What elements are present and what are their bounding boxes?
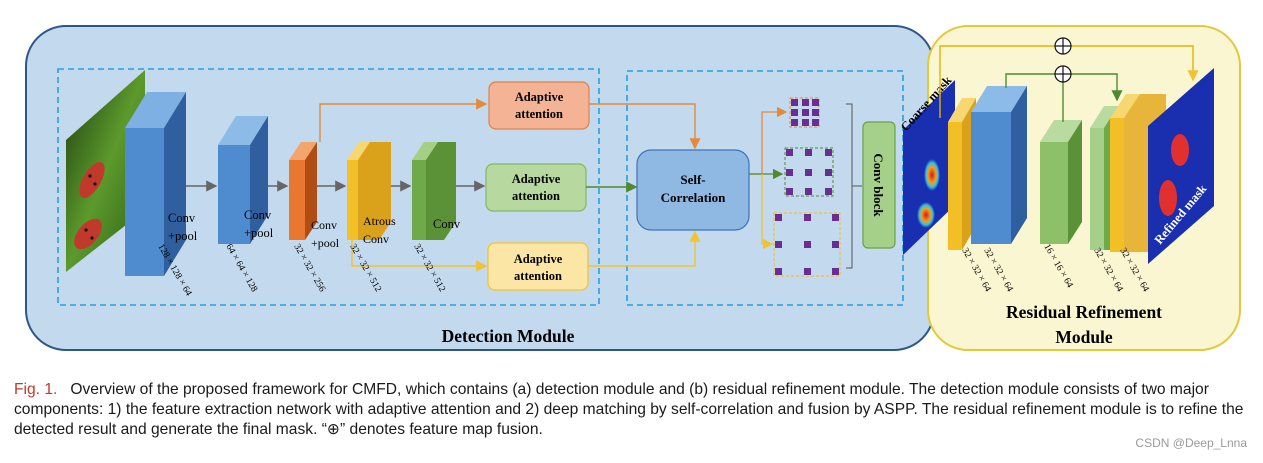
detection-module-title: Detection Module [442, 326, 575, 346]
refine-title-2: Module [1055, 327, 1113, 347]
svg-text:attention: attention [515, 107, 563, 121]
conv-block: Conv block [862, 121, 896, 249]
refine-title-1: Residual Refinement [1006, 302, 1162, 322]
label-conv-pool-3a: Conv [311, 218, 337, 232]
self-correlation-box: Self- Correlation [636, 149, 750, 231]
adaptive-attention-bottom: Adaptive attention [487, 242, 589, 291]
block-5 [412, 142, 456, 240]
block-2 [218, 116, 268, 244]
refine-block-3 [1040, 120, 1082, 244]
aspp-grid-small [789, 97, 820, 128]
caption-text: Overview of the proposed framework for C… [14, 381, 1244, 438]
watermark: CSDN @Deep_Lnna [1135, 436, 1247, 450]
svg-text:Adaptive: Adaptive [515, 90, 564, 104]
svg-text:attention: attention [514, 269, 562, 283]
block-1 [125, 92, 186, 276]
svg-text:Adaptive: Adaptive [514, 252, 563, 266]
feature-extraction-box [57, 68, 600, 306]
svg-text:Correlation: Correlation [661, 190, 727, 205]
aspp-grid-large [773, 212, 841, 277]
svg-text:Adaptive: Adaptive [512, 172, 561, 186]
refine-block-2 [971, 86, 1027, 244]
svg-text:attention: attention [512, 189, 560, 203]
block-4 [347, 142, 391, 240]
label-conv-pool-1b: +pool [168, 229, 198, 243]
label-conv-pool-2b: +pool [244, 226, 274, 240]
label-conv-pool-2a: Conv [244, 208, 272, 222]
block-3 [289, 142, 317, 240]
label-conv-last: Conv [433, 217, 461, 231]
label-atrous-a: Atrous [363, 214, 396, 228]
svg-text:Self-: Self- [680, 172, 705, 187]
label-atrous-b: Conv [363, 232, 389, 246]
label-conv-pool-3b: +pool [311, 236, 340, 250]
label-conv-pool-1a: Conv [168, 211, 196, 225]
figure-label: Fig. 1. [14, 381, 58, 398]
adaptive-attention-top: Adaptive attention [488, 81, 590, 130]
aspp-grid-medium [784, 147, 834, 197]
adaptive-attention-middle: Adaptive attention [485, 163, 587, 212]
svg-text:Conv block: Conv block [871, 153, 886, 217]
figure-caption: Fig. 1. Overview of the proposed framewo… [14, 380, 1250, 440]
